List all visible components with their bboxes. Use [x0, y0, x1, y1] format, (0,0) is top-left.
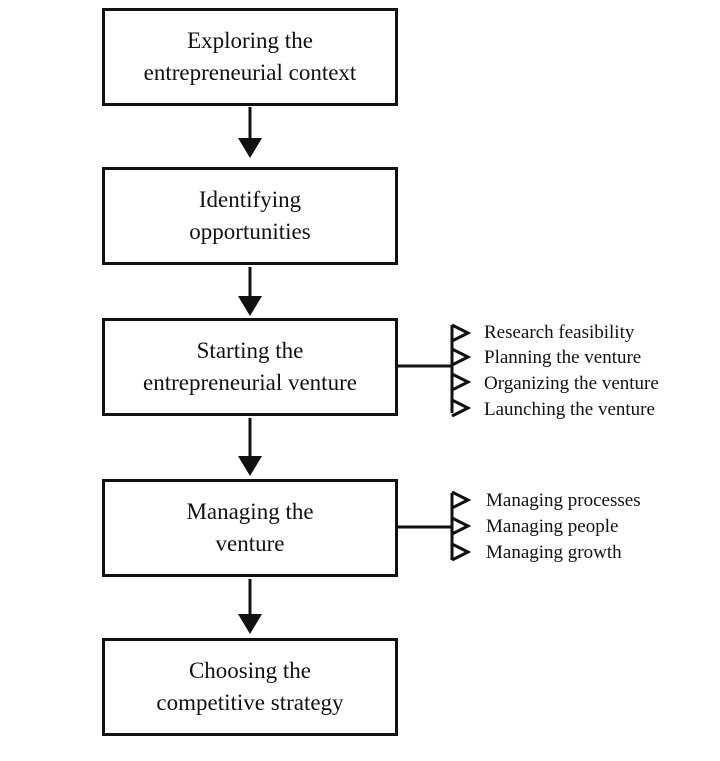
- step-box-choosing: Choosing the competitive strategy: [102, 638, 398, 736]
- substep-managing-growth: Managing growth: [486, 542, 622, 563]
- step-box-starting: Starting the entrepreneurial venture: [102, 318, 398, 416]
- arrow-3: [238, 418, 262, 476]
- step-label-exploring: Exploring the entrepreneurial context: [143, 28, 357, 85]
- step-box-managing: Managing the venture: [102, 479, 398, 577]
- starting-branch: [398, 323, 472, 418]
- step-box-identifying: Identifying opportunities: [102, 167, 398, 265]
- substep-launching-venture: Launching the venture: [484, 399, 655, 420]
- arrow-4: [238, 579, 262, 634]
- substep-planning-venture: Planning the venture: [484, 347, 642, 368]
- substep-organizing-venture: Organizing the venture: [484, 373, 659, 394]
- substep-research-feasibility: Research feasibility: [484, 322, 635, 343]
- step-box-exploring: Exploring the entrepreneurial context: [102, 8, 398, 106]
- managing-branch: [398, 490, 472, 562]
- step-label-starting: Starting the entrepreneurial venture: [143, 338, 357, 395]
- substep-managing-processes: Managing processes: [486, 490, 641, 511]
- step-label-choosing: Choosing the competitive strategy: [156, 658, 344, 715]
- arrow-1: [238, 107, 262, 158]
- arrow-2: [238, 267, 262, 316]
- substep-managing-people: Managing people: [486, 516, 619, 537]
- step-label-identifying: Identifying opportunities: [189, 187, 311, 244]
- step-label-managing: Managing the venture: [186, 499, 314, 556]
